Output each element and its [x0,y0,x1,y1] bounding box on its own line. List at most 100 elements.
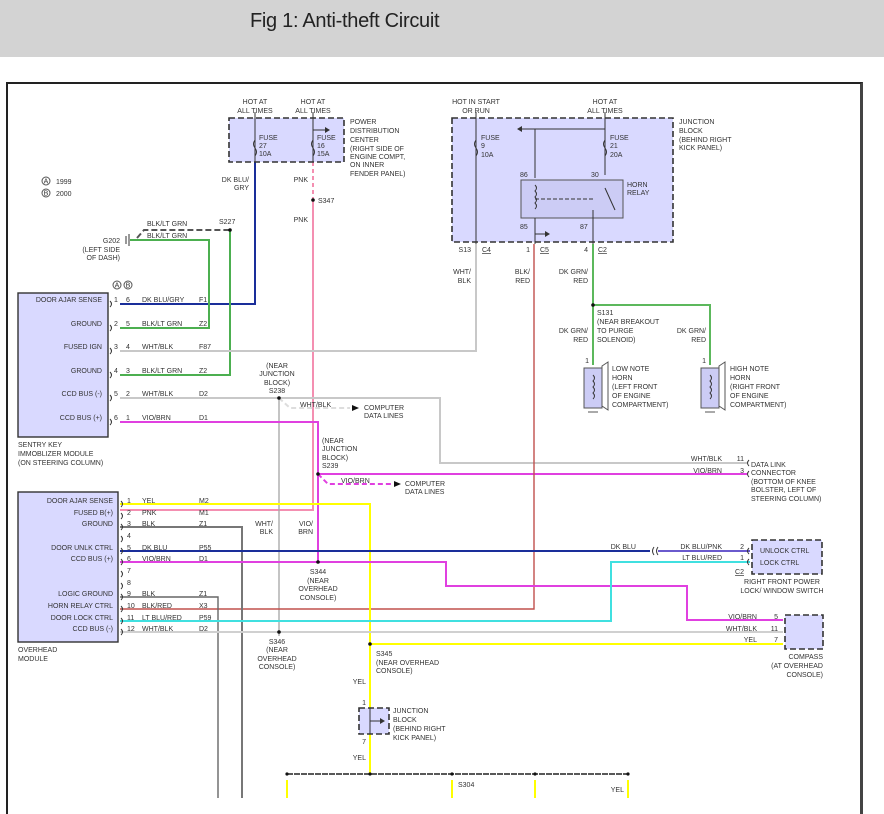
lock-switch-box [751,539,823,575]
wire-label: BLK [260,529,274,536]
pin-label: 11 [771,626,778,633]
ground-location: OF DASH) [87,255,120,262]
power-distribution-center: HOT AT ALL TIMES HOT AT ALL TIMES FUSE 2… [222,99,406,224]
pin-name: FUSED IGN [64,344,102,351]
pin-name: LOGIC GROUND [58,591,113,598]
splice-dot [533,772,537,776]
wire-label: LT BLU/RED [142,615,182,622]
wire-label: VIO/BRN [728,614,757,621]
horn-label: (RIGHT FRONT [730,384,781,391]
pin-number-a: 3 [114,344,118,351]
module-label: IMMOBLIZER MODULE [18,451,94,458]
destination-label: COMPUTER [405,481,445,488]
pin-name: DOOR AJAR SENSE [36,297,102,304]
circuit-label: Z1 [199,591,207,598]
horns: S131 (NEAR BREAKOUT TO PURGE SOLENOID) D… [559,303,787,413]
connector-icon [120,617,123,625]
splice-label: (NEAR BREAKOUT [597,319,660,326]
hot-label: HOT IN START [452,99,501,106]
wire-label: BLK [458,278,472,285]
relay-pin-label: 30 [591,172,599,179]
splice-label: S131 [597,310,613,317]
connector-label: DATA LINK [751,462,786,469]
circuit-label: P55 [199,545,212,552]
wire-label: BLK/LT GRN [147,221,187,228]
connector-icon [120,523,123,531]
fuse-number: 16 [317,143,325,150]
connector-icon [109,324,112,332]
wire-label: BLK/RED [142,603,172,610]
horn-relay-label: RELAY [627,190,650,197]
pin-name: CCD BUS (-) [73,626,113,633]
wire-vio-brn-s239-dashed [317,473,392,485]
connector-icon [120,547,123,555]
wire-label: RED [691,337,706,344]
connector-name: C5 [540,247,549,254]
pin-label: 7 [774,637,778,644]
splice-label: S344 [310,569,326,576]
splice-label: JUNCTION [322,446,357,453]
compass-label: (AT OVERHEAD [771,663,823,670]
wire-label: WHT/BLK [142,626,173,633]
connector-icon [120,558,123,566]
splice-label: CONSOLE) [376,668,413,675]
pin-name: HORN RELAY CTRL [48,603,113,610]
col-header: A [115,283,120,290]
horn-coil-icon [592,374,595,400]
splice-label: (NEAR OVERHEAD [376,660,439,667]
col-badge-a [112,280,122,290]
splice-label: S347 [318,198,334,205]
connector-icon [120,582,123,590]
overhead-pin-row: 7 [120,568,131,578]
pdc-label-line: DISTRIBUTION [350,128,399,135]
connector-icon [120,593,123,601]
wire-dk-grn-red-high [593,304,711,365]
arrow-head-icon [352,405,359,411]
fuse-symbol-icon [474,139,478,157]
connector-pin: S13 [459,247,472,254]
splice-label: SOLENOID) [597,337,636,344]
wire-label: VIO/BRN [142,415,171,422]
connector-label: (BOTTOM OF KNEE [751,479,816,486]
splice-dot [626,772,630,776]
horn-label: HORN [730,375,751,382]
wire-label: YEL [744,637,757,644]
wire-label: BLK/LT GRN [142,368,182,375]
wire-blk-red [120,244,535,610]
connector-pin: 1 [526,247,530,254]
wires [120,162,783,798]
arrow-head-icon [325,127,330,133]
junction-label: (BEHIND RIGHT [393,726,446,733]
pin-label: 7 [362,739,366,746]
circuit-label: F87 [199,344,211,351]
wire-blk-ground [120,526,243,798]
wire-blk-logic [120,596,219,798]
wire-label: WHT/ [255,521,273,528]
splice-label: S238 [269,388,285,395]
splice-label: (NEAR [322,438,344,445]
pin-number-a: 2 [114,321,118,328]
connector-label: CONNECTOR [751,470,796,477]
connector-icon [109,394,112,402]
circuit-label: D1 [199,556,208,563]
circuit-label: F1 [199,297,207,304]
pin-number-a: 6 [114,415,118,422]
pdc-label: POWER DISTRIBUTION CENTER (RIGHT SIDE OF… [350,119,406,178]
legend-badge-a [41,176,51,186]
module-label: SENTRY KEY [18,442,62,449]
wire-blk-lt-grn-2 [120,230,231,376]
connector-icon [120,628,123,636]
splice-label: CONSOLE) [300,595,337,602]
pin-number-a: 4 [114,368,118,375]
module-label: MODULE [18,656,48,663]
horn-relay-label: HORN [627,182,648,189]
wire-label: YEL [142,498,155,505]
wire-yel [120,503,371,774]
connector-icon [120,512,123,520]
